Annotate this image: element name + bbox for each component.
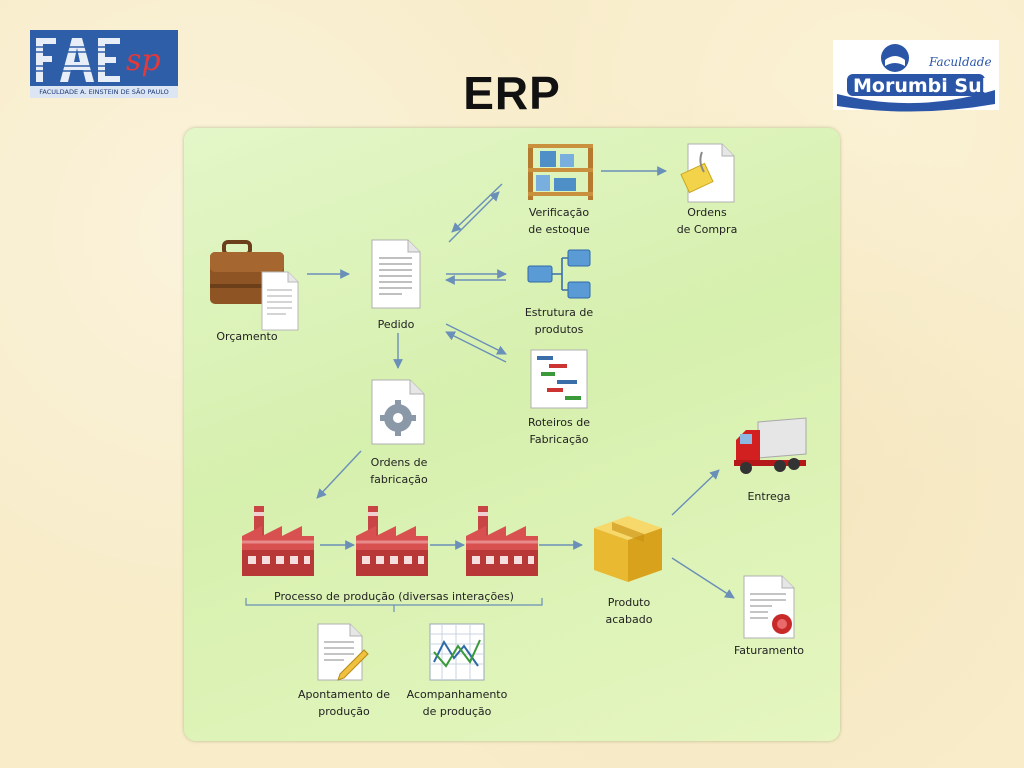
warehouse-shelf-icon — [528, 144, 593, 200]
node-orcamento: Orçamento — [210, 240, 310, 343]
invoice-seal-icon — [743, 575, 795, 639]
arrows-layer — [245, 166, 735, 612]
document-paperclip-icon — [680, 143, 735, 203]
gantt-chart-icon — [530, 349, 588, 409]
factory-icon — [356, 506, 428, 576]
label-processo: Processo de produção (diversas interaçõe… — [274, 590, 514, 603]
process-bracket — [245, 598, 543, 612]
document-icon — [371, 239, 421, 309]
line-chart-sheet-icon — [429, 623, 485, 681]
document-pencil-icon — [317, 623, 369, 681]
label-pedido: Pedido — [377, 318, 415, 331]
factory-1 — [240, 506, 316, 578]
node-ordens-compra: Ordens de Compra — [662, 142, 752, 242]
label-ordens-compra: Ordens de Compra — [676, 206, 738, 236]
erp-diagram: Orçamento Pedido Verificação de estoque — [184, 128, 840, 741]
faesp-caption: FACULDADE A. EINSTEIN DE SÃO PAULO — [39, 88, 169, 96]
label-entrega: Entrega — [747, 490, 791, 503]
slide-title: ERP — [463, 67, 561, 119]
arrow-ordensfab-processo — [316, 450, 362, 499]
node-verificacao: Verificação de estoque — [514, 142, 604, 242]
svg-text:sp: sp — [126, 43, 161, 78]
label-faturamento: Faturamento — [733, 644, 805, 657]
factory-icon — [242, 506, 314, 576]
label-verificacao: Verificação de estoque — [528, 206, 590, 236]
label-orcamento: Orçamento — [216, 330, 278, 343]
node-ordens-fabricacao: Ordens de fabricação — [354, 378, 444, 488]
label-roteiros: Roteiros de Fabricação — [527, 416, 590, 446]
node-acompanhamento: Acompanhamento de produção — [402, 622, 512, 722]
node-faturamento: Faturamento — [724, 574, 814, 664]
node-estrutura: Estrutura de produtos — [514, 248, 604, 348]
label-apontamento: Apontamento de produção — [297, 688, 390, 718]
factory-2 — [354, 506, 430, 578]
arrow-produto-entrega — [671, 469, 720, 516]
node-entrega: Entrega — [724, 417, 814, 508]
faesp-logo: sp FACULDADE A. EINSTEIN DE SÃO PAULO — [30, 30, 178, 98]
node-produto: Produto acabado — [584, 512, 674, 632]
factory-3 — [464, 506, 540, 578]
label-estrutura: Estrutura de produtos — [524, 306, 594, 336]
factory-icon — [466, 506, 538, 576]
briefcase-document-icon — [210, 240, 299, 331]
label-ordens-fabricacao: Ordens de fabricação — [370, 456, 428, 486]
node-roteiros: Roteiros de Fabricação — [514, 348, 604, 448]
morumbi-sul-logo: Morumbi Sul Faculdade — [833, 40, 999, 112]
truck-icon — [734, 417, 807, 474]
morumbi-caption: Faculdade — [929, 55, 992, 69]
label-acompanhamento: Acompanhamento de produção — [406, 688, 508, 718]
arrow-pedido-roteiros — [445, 323, 507, 355]
node-apontamento: Apontamento de produção — [292, 622, 396, 722]
arrow-pedido-verificacao — [448, 191, 500, 243]
arrow-verificacao-pedido — [451, 183, 503, 233]
box-icon — [594, 516, 662, 582]
node-pedido: Pedido — [370, 238, 430, 338]
arrow-produto-faturamento — [671, 557, 735, 599]
document-gear-icon — [371, 379, 425, 445]
hierarchy-icon — [527, 249, 591, 299]
arrow-roteiros-pedido — [445, 331, 507, 363]
svg-text:Morumbi Sul: Morumbi Sul — [853, 75, 988, 97]
label-produto: Produto acabado — [605, 596, 653, 626]
